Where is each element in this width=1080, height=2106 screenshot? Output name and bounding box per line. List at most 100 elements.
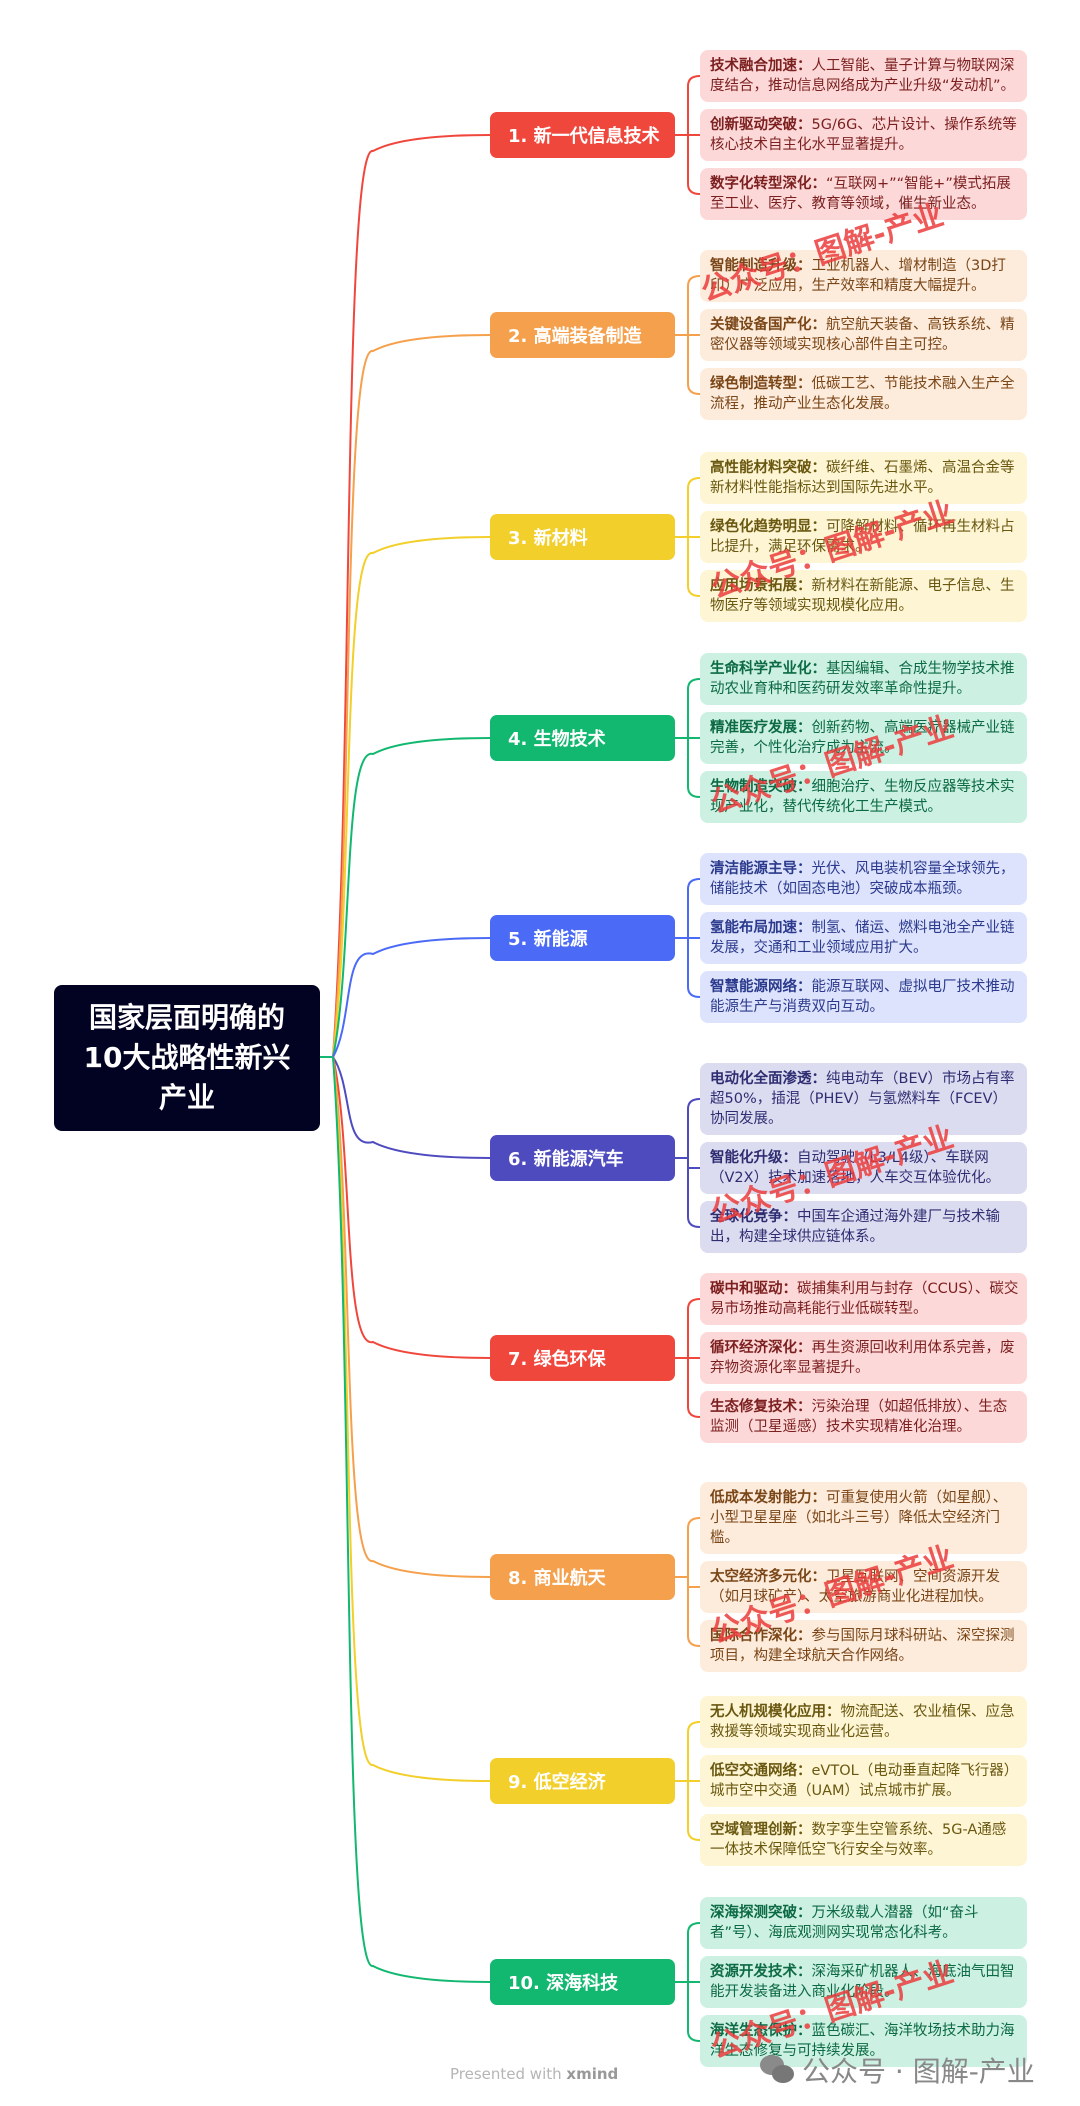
detail-title: 全球化竞争： [710,1209,797,1225]
detail-text: 低碳工艺、节能技术融入生产全流程，推动产业生态化发展。 [710,376,1015,412]
detail-card[interactable]: 数字化转型深化：“互联网+”“智能+”模式拓展至工业、医疗、教育等领域，催生新业… [700,168,1027,220]
detail-title: 应用场景拓展： [710,578,812,594]
branch-line [332,1056,491,1983]
detail-text: 卫星互联网、空间资源开发（如月球矿产）、太空旅游商业化进程加快。 [710,1569,1000,1605]
detail-card[interactable]: 国际合作深化：参与国际月球科研站、深空探测项目，构建全球航天合作网络。 [700,1620,1027,1672]
detail-group: 技术融合加速：人工智能、量子计算与物联网深度结合，推动信息网络成为产业升级“发动… [700,50,1027,220]
detail-text: 物流配送、农业植保、应急救援等领域实现商业化运营。 [710,1704,1015,1740]
detail-text: 碳纤维、石墨烯、高温合金等新材料性能指标达到国际先进水平。 [710,460,1015,496]
detail-card[interactable]: 智能制造升级：工业机器人、增材制造（3D打印）广泛应用，生产效率和精度大幅提升。 [700,250,1027,302]
detail-text: 新材料在新能源、电子信息、生物医疗等领域实现规模化应用。 [710,578,1015,614]
detail-text: 碳捕集利用与封存（CCUS）、碳交易市场推动高耗能行业低碳转型。 [710,1281,1019,1317]
detail-card[interactable]: 生态修复技术：污染治理（如超低排放）、生态监测（卫星遥感）技术实现精准化治理。 [700,1391,1027,1443]
detail-title: 氢能布局加速： [710,920,812,936]
category-node[interactable]: 4. 生物技术 [490,715,675,761]
bracket-line [687,878,701,998]
detail-card[interactable]: 绿色制造转型：低碳工艺、节能技术融入生产全流程，推动产业生态化发展。 [700,368,1027,420]
detail-title: 生命科学产业化： [710,661,826,677]
root-topic[interactable]: 国家层面明确的10大战略性新兴产业 [54,985,320,1131]
detail-group: 清洁能源主导：光伏、风电装机容量全球领先，储能技术（如固态电池）突破成本瓶颈。氢… [700,853,1027,1023]
detail-card[interactable]: 空域管理创新：数字孪生空管系统、5G-A通感一体技术保障低空飞行安全与效率。 [700,1814,1027,1866]
detail-text: 蓝色碳汇、海洋牧场技术助力海洋生态修复与可持续发展。 [710,2023,1015,2059]
detail-title: 碳中和驱动： [710,1281,797,1297]
detail-title: 关键设备国产化： [710,317,826,333]
detail-text: 能源互联网、虚拟电厂技术推动能源生产与消费双向互动。 [710,979,1015,1015]
category-node[interactable]: 2. 高端装备制造 [490,312,675,358]
category-node[interactable]: 10. 深海科技 [490,1959,675,2005]
detail-title: 电动化全面渗透： [710,1071,826,1087]
category-node[interactable]: 5. 新能源 [490,915,675,961]
category-node[interactable]: 8. 商业航天 [490,1554,675,1600]
detail-text: 中国车企通过海外建厂与技术输出，构建全球供应链体系。 [710,1209,1000,1245]
detail-card[interactable]: 低空交通网络：eVTOL（电动垂直起降飞行器）城市空中交通（UAM）试点城市扩展… [700,1755,1027,1807]
category-node[interactable]: 7. 绿色环保 [490,1335,675,1381]
branch-line [332,1056,491,1159]
detail-title: 创新驱动突破： [710,117,812,133]
detail-card[interactable]: 精准医疗发展：创新药物、高端医疗器械产业链完善，个性化治疗成为主流。 [700,712,1027,764]
detail-card[interactable]: 深海探测突破：万米级载人潜器（如“奋斗者”号）、海底观测网实现常态化科考。 [700,1897,1027,1949]
detail-card[interactable]: 智慧能源网络：能源互联网、虚拟电厂技术推动能源生产与消费双向互动。 [700,971,1027,1023]
presented-with-label: Presented with xmind [450,2065,618,2083]
detail-title: 循环经济深化： [710,1340,812,1356]
detail-card[interactable]: 清洁能源主导：光伏、风电装机容量全球领先，储能技术（如固态电池）突破成本瓶颈。 [700,853,1027,905]
detail-title: 海洋生态保护： [710,2023,812,2039]
detail-text: 纯电动车（BEV）市场占有率超50%，插混（PHEV）与氢燃料车（FCEV）协同… [710,1071,1015,1127]
detail-text: 航空航天装备、高铁系统、精密仪器等领域实现核心部件自主可控。 [710,317,1015,353]
detail-card[interactable]: 关键设备国产化：航空航天装备、高铁系统、精密仪器等领域实现核心部件自主可控。 [700,309,1027,361]
detail-group: 电动化全面渗透：纯电动车（BEV）市场占有率超50%，插混（PHEV）与氢燃料车… [700,1063,1027,1253]
detail-title: 低成本发射能力： [710,1490,826,1506]
detail-card[interactable]: 碳中和驱动：碳捕集利用与封存（CCUS）、碳交易市场推动高耗能行业低碳转型。 [700,1273,1027,1325]
branch-line [332,134,491,1058]
detail-card[interactable]: 技术融合加速：人工智能、量子计算与物联网深度结合，推动信息网络成为产业升级“发动… [700,50,1027,102]
detail-card[interactable]: 电动化全面渗透：纯电动车（BEV）市场占有率超50%，插混（PHEV）与氢燃料车… [700,1063,1027,1135]
detail-text: 再生资源回收利用体系完善，废弃物资源化率显著提升。 [710,1340,1015,1376]
detail-card[interactable]: 应用场景拓展：新材料在新能源、电子信息、生物医疗等领域实现规模化应用。 [700,570,1027,622]
detail-title: 太空经济多元化： [710,1569,826,1585]
detail-card[interactable]: 氢能布局加速：制氢、储运、燃料电池全产业链发展，交通和工业领域应用扩大。 [700,912,1027,964]
detail-card[interactable]: 无人机规模化应用：物流配送、农业植保、应急救援等领域实现商业化运营。 [700,1696,1027,1748]
category-node[interactable]: 3. 新材料 [490,514,675,560]
detail-card[interactable]: 智能化升级：自动驾驶（L3/L4级）、车联网（V2X）技术加速落地，人车交互体验… [700,1142,1027,1194]
category-node[interactable]: 1. 新一代信息技术 [490,112,675,158]
detail-card[interactable]: 高性能材料突破：碳纤维、石墨烯、高温合金等新材料性能指标达到国际先进水平。 [700,452,1027,504]
detail-card[interactable]: 循环经济深化：再生资源回收利用体系完善，废弃物资源化率显著提升。 [700,1332,1027,1384]
category-node[interactable]: 9. 低空经济 [490,1758,675,1804]
account-watermark: 公众号 · 图解-产业 [760,2050,1035,2090]
detail-card[interactable]: 创新驱动突破：5G/6G、芯片设计、操作系统等核心技术自主化水平显著提升。 [700,109,1027,161]
detail-text: 细胞治疗、生物反应器等技术实现产业化，替代传统化工生产模式。 [710,779,1015,815]
detail-card[interactable]: 生命科学产业化：基因编辑、合成生物学技术推动农业育种和医药研发效率革命性提升。 [700,653,1027,705]
detail-text: 创新药物、高端医疗器械产业链完善，个性化治疗成为主流。 [710,720,1015,756]
detail-group: 碳中和驱动：碳捕集利用与封存（CCUS）、碳交易市场推动高耗能行业低碳转型。循环… [700,1273,1027,1443]
detail-text: eVTOL（电动垂直起降飞行器）城市空中交通（UAM）试点城市扩展。 [710,1763,1019,1799]
detail-card[interactable]: 资源开发技术：深海采矿机器人、海底油气田智能开发装备进入商业化阶段。 [700,1956,1027,2008]
detail-group: 深海探测突破：万米级载人潜器（如“奋斗者”号）、海底观测网实现常态化科考。资源开… [700,1897,1027,2067]
detail-card[interactable]: 全球化竞争：中国车企通过海外建厂与技术输出，构建全球供应链体系。 [700,1201,1027,1253]
branch-line [332,536,491,1058]
detail-text: 5G/6G、芯片设计、操作系统等核心技术自主化水平显著提升。 [710,117,1017,153]
detail-title: 低空交通网络： [710,1763,812,1779]
detail-title: 清洁能源主导： [710,861,812,877]
xmind-logo: xmind [566,2065,619,2083]
branch-line [332,1056,491,1782]
bracket-line [687,275,701,395]
detail-title: 智慧能源网络： [710,979,812,995]
detail-text: 基因编辑、合成生物学技术推动农业育种和医药研发效率革命性提升。 [710,661,1015,697]
detail-card[interactable]: 海洋生态保护：蓝色碳汇、海洋牧场技术助力海洋生态修复与可持续发展。 [700,2015,1027,2067]
detail-card[interactable]: 太空经济多元化：卫星互联网、空间资源开发（如月球矿产）、太空旅游商业化进程加快。 [700,1561,1027,1613]
detail-card[interactable]: 绿色化趋势明显：可降解材料、循环再生材料占比提升，满足环保需求。 [700,511,1027,563]
bracket-line [687,1922,701,2042]
category-node[interactable]: 6. 新能源汽车 [490,1135,675,1181]
detail-title: 生物制造突破： [710,779,812,795]
bracket-line [687,477,701,597]
detail-text: 可重复使用火箭（如星舰）、小型卫星星座（如北斗三号）降低太空经济门槛。 [710,1490,1008,1546]
detail-title: 生态修复技术： [710,1399,812,1415]
detail-text: 数字孪生空管系统、5G-A通感一体技术保障低空飞行安全与效率。 [710,1822,1007,1858]
detail-text: 工业机器人、增材制造（3D打印）广泛应用，生产效率和精度大幅提升。 [710,258,1006,294]
detail-card[interactable]: 低成本发射能力：可重复使用火箭（如星舰）、小型卫星星座（如北斗三号）降低太空经济… [700,1482,1027,1554]
detail-group: 低成本发射能力：可重复使用火箭（如星舰）、小型卫星星座（如北斗三号）降低太空经济… [700,1482,1027,1672]
detail-title: 智能化升级： [710,1150,797,1166]
detail-card[interactable]: 生物制造突破：细胞治疗、生物反应器等技术实现产业化，替代传统化工生产模式。 [700,771,1027,823]
bracket-line [687,75,701,195]
branch-line [332,737,491,1058]
detail-text: 深海采矿机器人、海底油气田智能开发装备进入商业化阶段。 [710,1964,1015,2000]
